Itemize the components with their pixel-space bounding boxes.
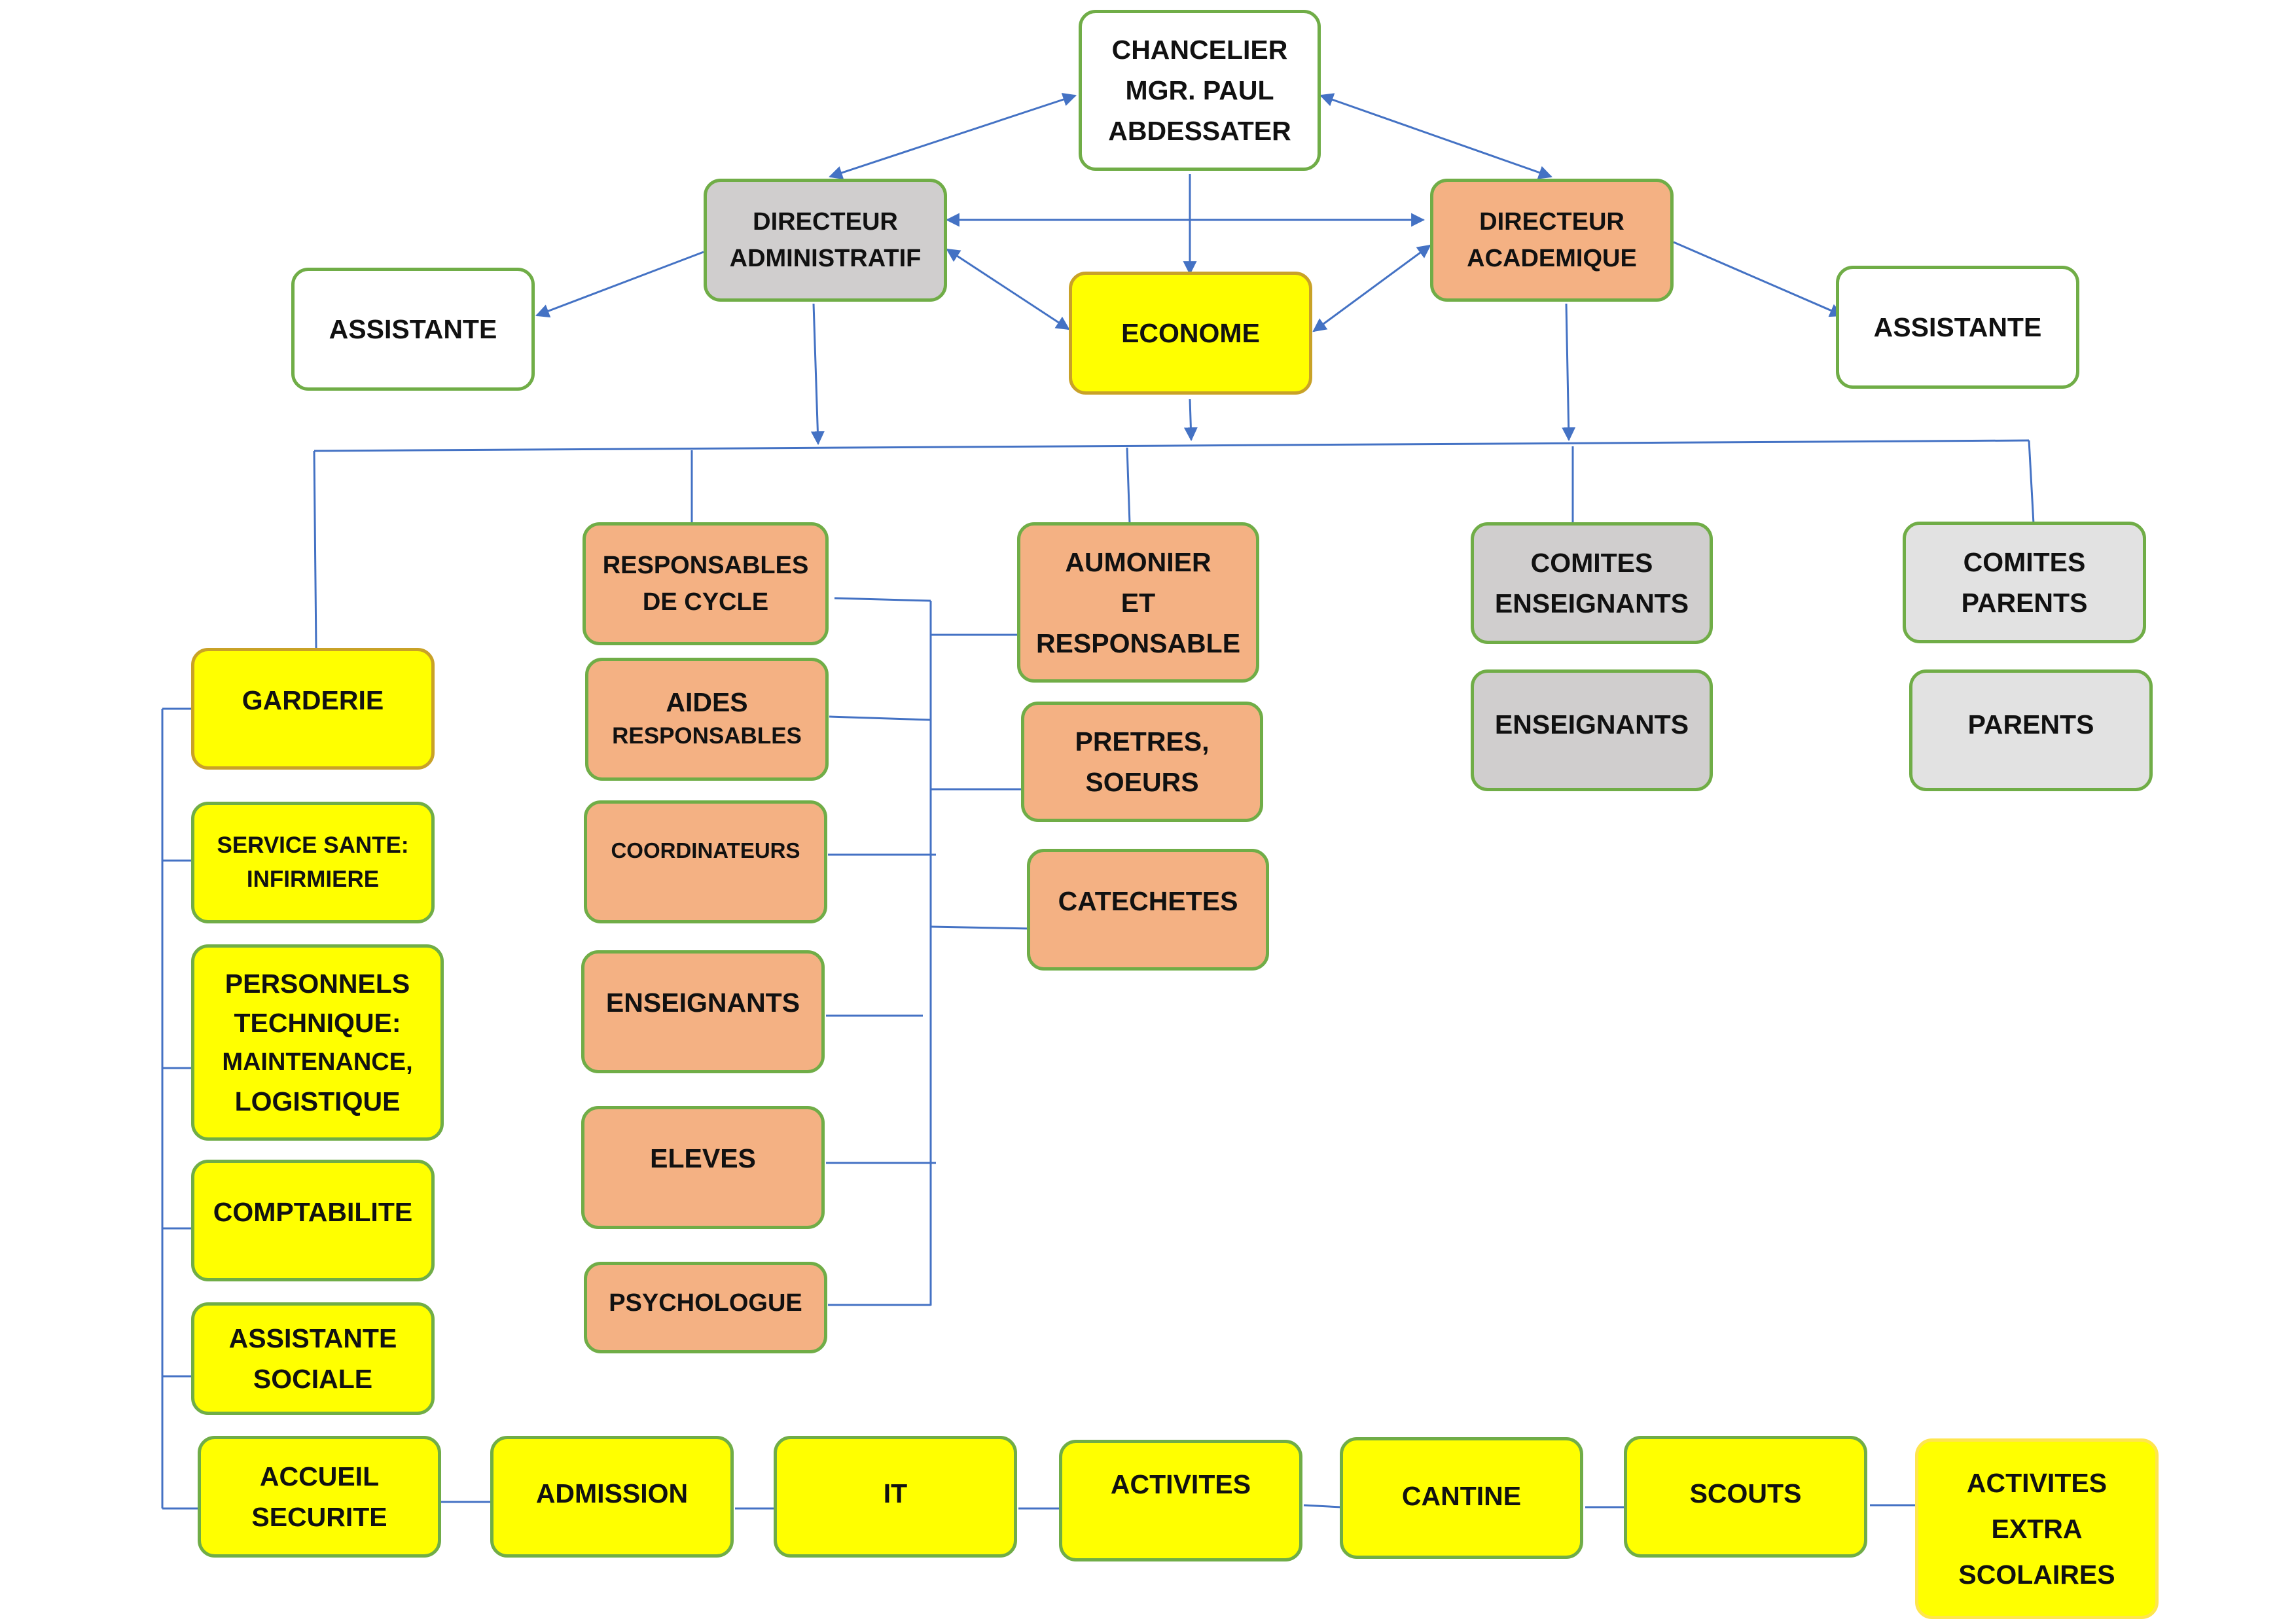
node-dir-admin-line-2: ADMINISTRATIF	[729, 245, 922, 272]
node-admission: ADMISSION	[490, 1436, 734, 1558]
node-pretres-line-2: SOEURS	[1085, 767, 1199, 797]
node-personnels-line-1: PERSONNELS	[224, 969, 410, 999]
node-dir-acad-line-2: ACADEMIQUE	[1467, 245, 1637, 272]
node-directeur-academique: DIRECTEUR ACADEMIQUE	[1430, 179, 1674, 302]
arrow-diradmin-assistante	[535, 251, 704, 318]
node-parents: PARENTS	[1909, 669, 2153, 791]
node-psychologue-line-1: PSYCHOLOGUE	[609, 1289, 802, 1317]
arrow-diradmin-down	[810, 303, 825, 446]
node-econome: ECONOME	[1069, 272, 1312, 395]
node-it-line-1: IT	[883, 1478, 908, 1508]
node-activites-extra-scolaires: ACTIVITES EXTRA SCOLAIRES	[1915, 1438, 2159, 1619]
node-comites-ens-line-2: ENSEIGNANTS	[1494, 588, 1689, 618]
node-service-sante-line-1: SERVICE SANTE:	[217, 832, 409, 858]
node-comites-ens-line-1: COMITES	[1530, 548, 1653, 578]
node-accueil-securite: ACCUEIL SECURITE	[198, 1436, 441, 1558]
node-personnels-line-4: LOGISTIQUE	[234, 1086, 401, 1116]
node-scouts-line-1: SCOUTS	[1689, 1478, 1802, 1508]
node-comites-parents: COMITES PARENTS	[1903, 522, 2146, 643]
node-catechetes-line-1: CATECHETES	[1058, 886, 1238, 916]
node-catechetes: CATECHETES	[1027, 849, 1269, 971]
node-eleves-line-1: ELEVES	[650, 1143, 756, 1173]
node-service-sante-line-2: INFIRMIERE	[246, 866, 380, 892]
node-personnels-line-2: TECHNIQUE:	[234, 1008, 401, 1038]
node-comptabilite: COMPTABILITE	[191, 1160, 435, 1281]
arrow-diradmin-econome	[946, 248, 1070, 330]
arrow-chancelier-diracad	[1319, 93, 1552, 179]
arrow-diracad-econome	[1312, 244, 1431, 332]
node-activites-extra-line-1: ACTIVITES	[1966, 1468, 2108, 1498]
node-resp-cycle-line-1: RESPONSABLES	[602, 552, 809, 579]
node-assistante-right: ASSISTANTE	[1836, 266, 2079, 389]
node-cantine-line-1: CANTINE	[1401, 1481, 1522, 1511]
node-activites-extra-line-3: SCOLAIRES	[1958, 1560, 2115, 1590]
node-assistante-sociale-line-1: ASSISTANTE	[228, 1323, 397, 1353]
node-aides-line-1: AIDES	[666, 687, 748, 717]
node-comites-parents-line-2: PARENTS	[1961, 588, 2088, 618]
node-assistante-left-line-1: ASSISTANTE	[329, 314, 497, 344]
node-enseignants-cycle: ENSEIGNANTS	[581, 950, 825, 1073]
node-aumonier: AUMONIER ET RESPONSABLE	[1017, 522, 1259, 683]
node-activites: ACTIVITES	[1059, 1440, 1302, 1561]
node-aides-line-2: RESPONSABLES	[612, 723, 802, 749]
node-assistante-left: ASSISTANTE	[291, 268, 535, 391]
node-service-sante: SERVICE SANTE: INFIRMIERE	[191, 802, 435, 923]
node-pretres-line-1: PRETRES,	[1075, 726, 1210, 757]
node-psychologue: PSYCHOLOGUE	[584, 1262, 827, 1353]
node-econome-line-1: ECONOME	[1121, 318, 1260, 348]
node-aumonier-line-2: ET	[1121, 587, 1156, 618]
node-enseignants-line-1: ENSEIGNANTS	[1494, 709, 1689, 740]
node-aides-responsables: AIDES RESPONSABLES	[585, 658, 829, 781]
arrow-diracad-down	[1562, 303, 1576, 442]
node-resp-cycle-line-2: DE CYCLE	[642, 588, 769, 616]
node-dir-acad-line-1: DIRECTEUR	[1479, 208, 1624, 236]
node-directeur-administratif: DIRECTEUR ADMINISTRATIF	[704, 179, 947, 302]
node-scouts: SCOUTS	[1624, 1436, 1867, 1558]
node-personnels-technique: PERSONNELS TECHNIQUE: MAINTENANCE, LOGIS…	[191, 944, 444, 1141]
node-assistante-sociale-line-2: SOCIALE	[253, 1364, 373, 1394]
arrow-econome-down	[1183, 399, 1198, 442]
node-coordinateurs: COORDINATEURS	[584, 800, 827, 923]
node-aumonier-line-1: AUMONIER	[1065, 546, 1211, 577]
arrow-chancelier-diradmin	[829, 92, 1077, 180]
node-assistante-right-line-1: ASSISTANTE	[1873, 312, 2042, 342]
main-bus	[314, 439, 2030, 452]
node-chancelier-line-3: ABDESSATER	[1108, 116, 1291, 146]
node-activites-extra-line-2: EXTRA	[1991, 1514, 2083, 1544]
node-enseignants-cycle-line-1: ENSEIGNANTS	[605, 988, 800, 1018]
node-assistante-sociale: ASSISTANTE SOCIALE	[191, 1302, 435, 1415]
node-aumonier-line-3: RESPONSABLE	[1035, 628, 1241, 658]
node-coordinateurs-line-1: COORDINATEURS	[611, 838, 800, 863]
node-parents-line-1: PARENTS	[1967, 709, 2094, 740]
node-responsables-de-cycle: RESPONSABLES DE CYCLE	[583, 522, 829, 645]
node-comptabilite-line-1: COMPTABILITE	[213, 1197, 413, 1227]
node-chancelier-line-2: MGR. PAUL	[1125, 75, 1274, 105]
node-garderie: GARDERIE	[191, 648, 435, 770]
node-cantine: CANTINE	[1340, 1437, 1583, 1559]
node-accueil-line-1: ACCUEIL	[259, 1461, 380, 1491]
node-it: IT	[774, 1436, 1017, 1558]
node-personnels-line-3: MAINTENANCE,	[222, 1048, 413, 1076]
arrow-diracad-assistante	[1673, 241, 1844, 317]
node-enseignants: ENSEIGNANTS	[1471, 669, 1713, 791]
node-admission-line-1: ADMISSION	[535, 1478, 689, 1508]
node-accueil-line-2: SECURITE	[251, 1502, 387, 1532]
node-dir-admin-line-1: DIRECTEUR	[753, 208, 898, 236]
node-activites-line-1: ACTIVITES	[1110, 1469, 1251, 1499]
node-comites-enseignants: COMITES ENSEIGNANTS	[1471, 522, 1713, 644]
node-garderie-line-1: GARDERIE	[242, 685, 384, 715]
node-chancelier-line-1: CHANCELIER	[1111, 35, 1288, 65]
node-eleves: ELEVES	[581, 1106, 825, 1229]
node-comites-parents-line-1: COMITES	[1963, 547, 2086, 577]
node-pretres-soeurs: PRETRES, SOEURS	[1021, 702, 1263, 822]
node-chancelier: CHANCELIER MGR. PAUL ABDESSATER	[1079, 10, 1321, 171]
